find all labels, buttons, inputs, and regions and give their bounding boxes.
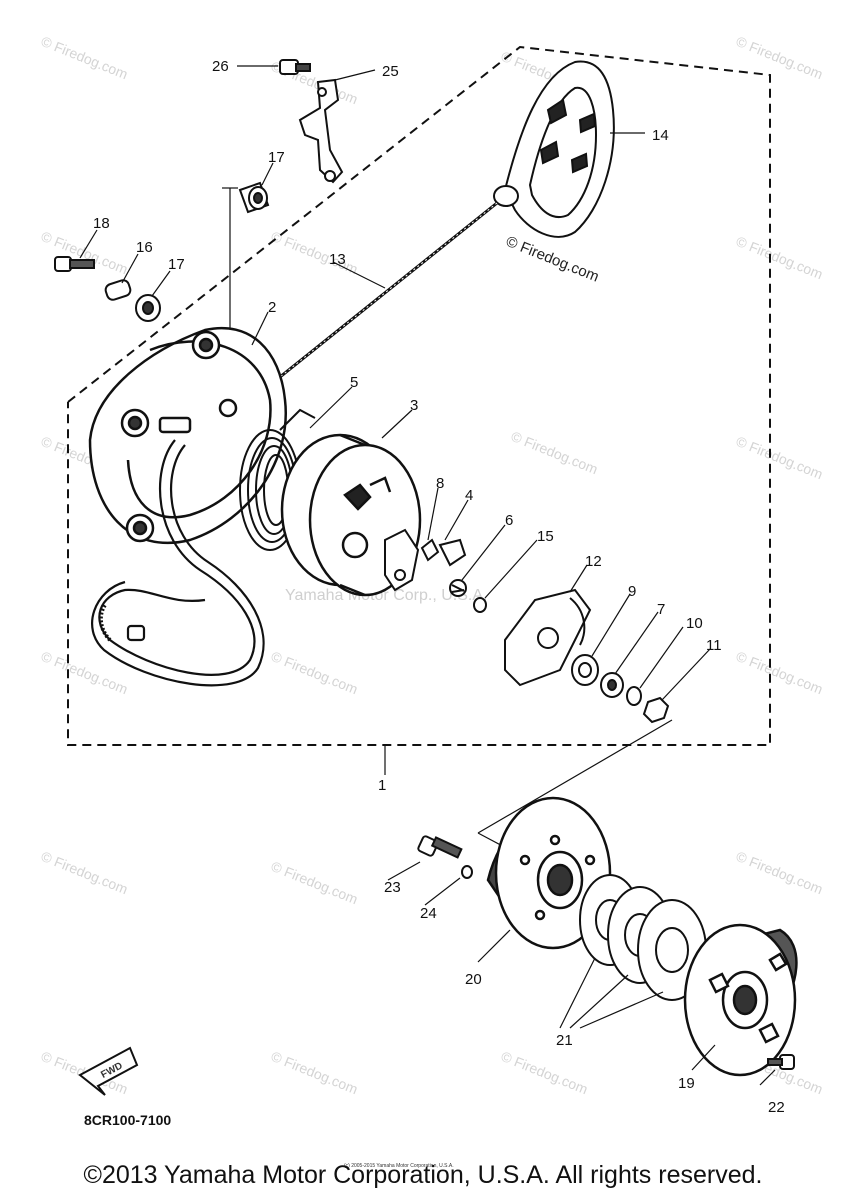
callout-number: 17 <box>168 256 185 273</box>
watermark-layer: © Firedog.com © Firedog.com © Firedog.com ©… <box>39 33 825 1097</box>
callout-number: 3 <box>410 397 418 414</box>
callout-number: 26 <box>212 58 229 75</box>
collar-part-17-top <box>238 181 270 214</box>
assembly-boundary <box>67 45 771 746</box>
watermark-text: © Firedog.com <box>499 1048 590 1097</box>
cable-loop <box>91 439 265 687</box>
watermark-text: © Firedog.com <box>269 858 360 907</box>
small-notice: (c) 2005-2015 Yamaha Motor Corporation, … <box>344 1163 454 1169</box>
bolt-part-22 <box>767 1054 795 1070</box>
copyright-footer: ©2013 Yamaha Motor Corporation, U.S.A. A… <box>83 1161 763 1189</box>
callout-number: 22 <box>768 1099 785 1116</box>
watermark-mid: Yamaha Motor Corp., U.S.A. <box>285 587 487 604</box>
watermark-text: © Firedog.com <box>39 848 130 897</box>
watermark-text: © Firedog.com <box>269 1048 360 1097</box>
callout-number: 6 <box>505 512 513 529</box>
callout-number: 20 <box>465 971 482 988</box>
watermark-text-dark: © Firedog.com <box>504 233 602 286</box>
callout-number: 5 <box>350 374 358 391</box>
bolt-part-18 <box>54 256 95 272</box>
callout-layer: 1234567891011121314151617171819202122232… <box>93 58 785 1116</box>
callout-number: 14 <box>652 127 669 144</box>
callout-number: 13 <box>329 251 346 268</box>
watermark-text: © Firedog.com <box>734 233 825 282</box>
part-code: 8CR100-7100 <box>84 1112 171 1128</box>
callout-number: 25 <box>382 63 399 80</box>
leader-lines <box>79 65 776 1086</box>
callout-number: 15 <box>537 528 554 545</box>
friction-plate-part <box>504 588 592 687</box>
callout-number: 10 <box>686 615 703 632</box>
callout-number: 18 <box>93 215 110 232</box>
starter-rope-part <box>269 201 498 387</box>
watermark-text: © Firedog.com <box>39 648 130 697</box>
callout-number: 7 <box>657 601 665 618</box>
watermark-text: © Firedog.com <box>269 228 360 277</box>
fwd-arrow-icon: FWD <box>78 1046 139 1096</box>
starter-handle-part <box>493 60 615 238</box>
watermark-text: © Firedog.com <box>39 33 130 82</box>
collar-part-16 <box>104 279 132 301</box>
small-spring-part-6 <box>449 579 467 597</box>
clip-part-15 <box>473 597 487 613</box>
callout-number: 11 <box>706 637 722 654</box>
watermark-text: © Firedog.com <box>734 33 825 82</box>
callout-number: 21 <box>556 1032 573 1049</box>
watermark-text: © Firedog.com <box>269 648 360 697</box>
washer-part-24 <box>461 865 473 879</box>
starter-pulley-part <box>683 923 798 1077</box>
callout-number: 19 <box>678 1075 695 1092</box>
watermark-text: © Firedog.com <box>39 228 130 277</box>
bolt-part-23 <box>417 835 463 859</box>
callout-number: 1 <box>378 777 386 794</box>
callout-number: 8 <box>436 475 444 492</box>
callout-number: 2 <box>268 299 276 316</box>
bracket-part <box>298 78 344 184</box>
watermark-text: © Firedog.com <box>734 433 825 482</box>
bolt-part-26 <box>279 59 311 75</box>
collar-part-17-left <box>135 294 161 322</box>
washer-parts <box>571 654 670 724</box>
callout-number: 4 <box>465 487 473 504</box>
watermark-text: © Firedog.com <box>734 648 825 697</box>
callout-number: 12 <box>585 553 602 570</box>
callout-number: 23 <box>384 879 401 896</box>
watermark-text: © Firedog.com <box>734 848 825 897</box>
watermark-text: © Firedog.com <box>509 428 600 477</box>
callout-number: 16 <box>136 239 153 256</box>
starter-case-part <box>88 326 288 545</box>
callout-number: 9 <box>628 583 636 600</box>
callout-number: 24 <box>420 905 437 922</box>
callout-number: 17 <box>268 149 285 166</box>
shim-parts <box>579 874 707 1001</box>
pawl-parts <box>384 528 467 592</box>
